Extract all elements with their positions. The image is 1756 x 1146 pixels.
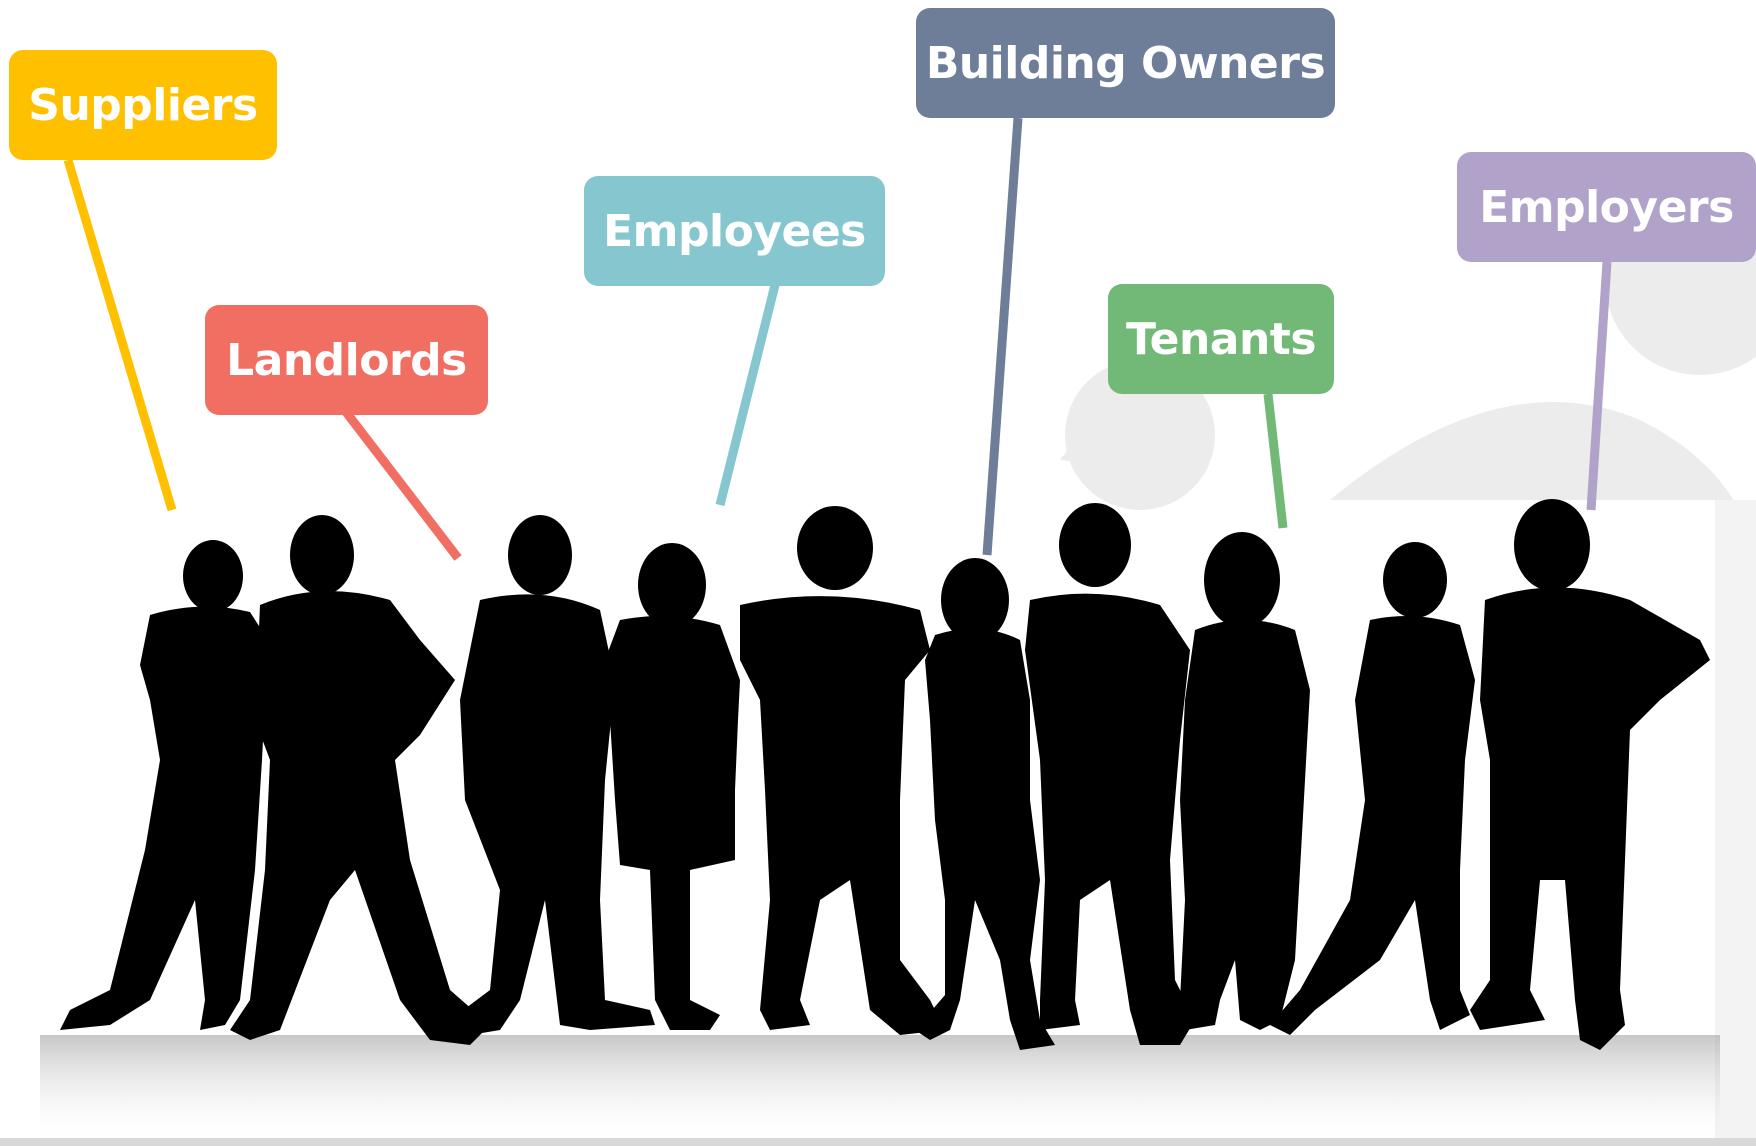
- employees-label: Employees: [584, 176, 885, 286]
- landlords-connector: [342, 409, 462, 561]
- person-3-silhouette: [450, 515, 655, 1035]
- suppliers-connector: [63, 158, 177, 512]
- bg-shoulder-shape: [1330, 402, 1756, 1146]
- bg-arc-shape: [1060, 427, 1180, 470]
- landlords-label: Landlords: [205, 305, 488, 415]
- bg-right-panel: [1715, 500, 1756, 1146]
- person-1-silhouette: [60, 540, 268, 1030]
- person-9-silhouette: [1270, 542, 1475, 1035]
- person-5-silhouette: [740, 506, 945, 1035]
- person-2-silhouette: [230, 515, 490, 1045]
- tenants-connector: [1263, 393, 1288, 529]
- person-7-silhouette: [1025, 503, 1195, 1045]
- floor-reflection: [40, 1035, 1720, 1146]
- employers-label: Employers: [1457, 152, 1756, 262]
- bg-circle-left: [1065, 360, 1215, 510]
- building-owners-label: Building Owners: [916, 8, 1335, 118]
- person-8-silhouette: [1180, 532, 1310, 1030]
- tenants-label: Tenants: [1108, 284, 1334, 394]
- person-6-silhouette: [915, 558, 1055, 1050]
- person-10-silhouette: [1470, 499, 1710, 1050]
- person-4-silhouette: [605, 543, 740, 1030]
- suppliers-label: Suppliers: [9, 50, 277, 160]
- building-owners-connector: [982, 117, 1023, 556]
- employees-connector: [715, 283, 780, 507]
- employers-connector: [1586, 261, 1612, 511]
